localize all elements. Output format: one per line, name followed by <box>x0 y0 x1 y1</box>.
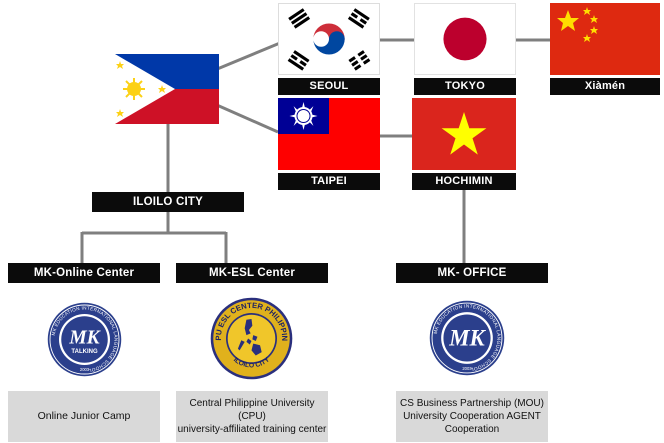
south-korea-flag <box>278 3 380 75</box>
desc-esl-line1: Central Philippine University (CPU) <box>189 398 315 422</box>
mk-office-logo: MK EDUCATION INTERNATIONAL LANGUAGE SCHO… <box>429 300 505 376</box>
japan-flag <box>414 3 516 75</box>
desc-office-line3: Cooperation <box>444 424 500 435</box>
city-label-tokyo: TOKYO <box>414 78 516 95</box>
desc-office-line2: University Cooperation AGENT <box>403 411 541 422</box>
city-label-hochimin: HOCHIMIN <box>412 173 516 190</box>
logo-monogram: MK <box>448 326 486 351</box>
mk-talking-logo: MK EDUCATION INTERNATIONAL LANGUAGE SCHO… <box>47 302 122 377</box>
line-ph-taipei <box>209 100 279 134</box>
center-label-office: MK- OFFICE <box>396 263 548 283</box>
cpu-esl-seal-logo: CPU ESL CENTER PHILIPPINE ILOILO CITY <box>209 296 294 381</box>
city-label-iloilo: ILOILO CITY <box>92 192 244 212</box>
vietnam-flag <box>412 98 516 170</box>
line-ph-seoul <box>209 41 281 74</box>
logo-year: 2003 <box>80 367 90 372</box>
logo-word: TALKING <box>71 349 98 355</box>
china-flag <box>550 3 660 75</box>
logo-year: 2003 <box>462 366 472 371</box>
philippines-flag <box>115 54 219 124</box>
city-label-seoul: SEOUL <box>278 78 380 95</box>
logo-monogram: MK <box>68 327 101 348</box>
desc-office-line1: CS Business Partnership (MOU) <box>400 398 544 409</box>
philippines-map-icon <box>237 318 262 356</box>
taiwan-flag <box>278 98 380 170</box>
desc-esl: Central Philippine University (CPU) univ… <box>176 391 328 442</box>
desc-online-text: Online Junior Camp <box>37 410 131 422</box>
city-label-taipei: TAIPEI <box>278 173 380 190</box>
desc-esl-line2: university-affiliated training center <box>177 424 327 435</box>
center-label-esl: MK-ESL Center <box>176 263 328 283</box>
desc-online: Online Junior Camp <box>8 391 160 442</box>
city-label-xiamen: Xiàmén <box>550 78 660 95</box>
desc-office: CS Business Partnership (MOU) University… <box>396 391 548 442</box>
center-label-online: MK-Online Center <box>8 263 160 283</box>
